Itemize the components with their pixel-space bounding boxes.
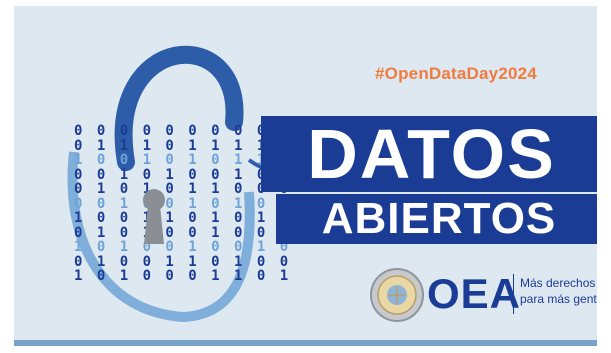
hashtag-text: #OpenDataDay2024 — [375, 64, 537, 83]
binary-row: 0 0 0 0 0 0 0 0 0 0 — [74, 123, 292, 139]
bottom-stripe — [14, 340, 597, 346]
binary-row: 0 1 0 1 0 1 1 0 0 0 — [74, 181, 292, 197]
binary-row: 0 1 0 0 1 1 0 1 0 0 — [74, 253, 292, 270]
binary-row: 0 0 1 0 1 0 0 1 0 0 — [74, 166, 292, 183]
keyhole-icon — [143, 189, 165, 244]
binary-row: 0 1 0 1 0 0 1 0 0 1 — [74, 224, 292, 241]
title-datos: DATOS — [261, 116, 597, 192]
binary-row: 0 1 1 1 0 1 1 1 1 0 — [74, 137, 292, 154]
binary-row: 1 0 1 0 0 0 1 1 0 1 — [74, 268, 292, 284]
org-slogan: Más derechos para más gente — [520, 275, 597, 307]
binary-row: 0 0 1 0 0 1 0 1 0 0 — [74, 195, 292, 212]
org-divider — [513, 274, 514, 314]
binary-row: 1 0 0 1 1 0 1 0 1 0 — [74, 210, 292, 226]
oea-seal-icon — [370, 268, 424, 322]
slogan-line-2: para más gente — [520, 292, 597, 306]
title-abiertos: ABIERTOS — [276, 194, 597, 244]
binary-row: 1 0 0 1 0 1 0 1 1 1 — [74, 152, 292, 168]
binary-row: 1 0 1 0 0 1 0 0 1 0 — [74, 239, 292, 255]
slogan-line-1: Más derechos — [520, 276, 596, 290]
org-name: OEA — [427, 270, 522, 317]
